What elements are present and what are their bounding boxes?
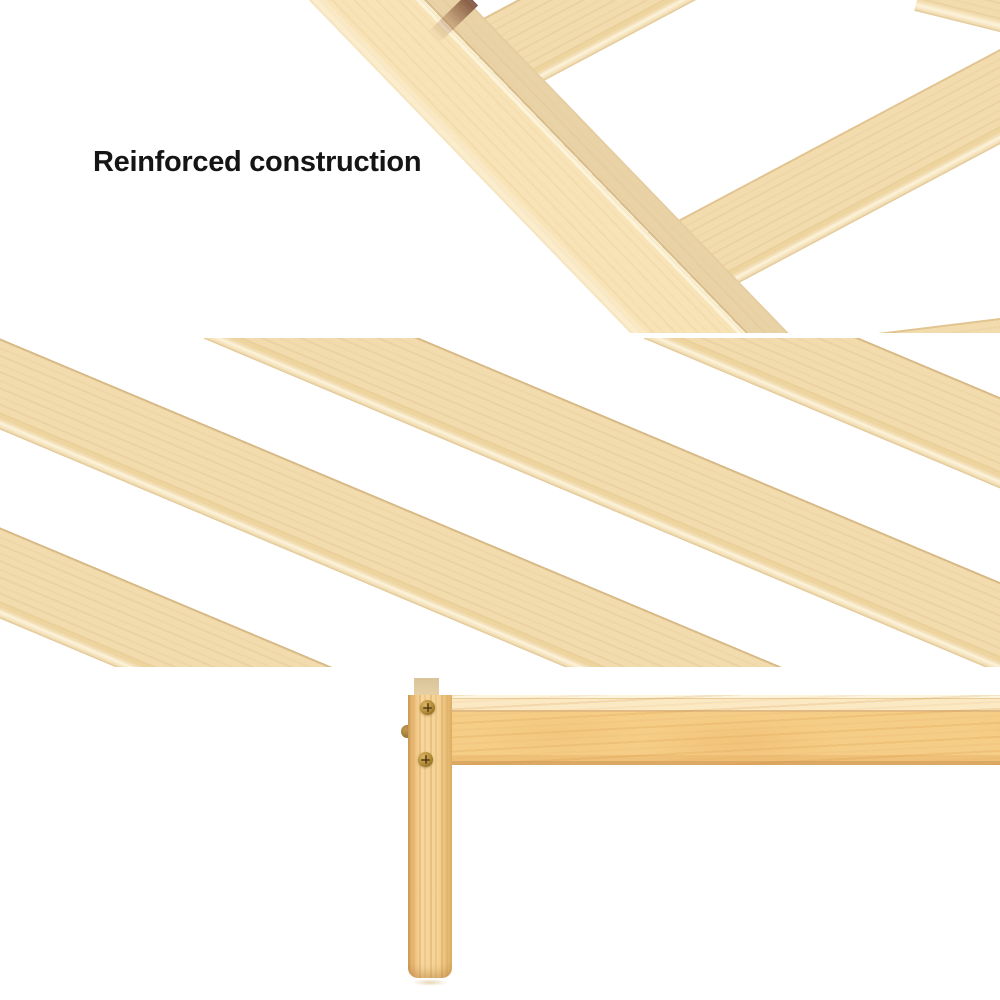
screw-icon [420, 700, 435, 715]
screw-icon [418, 752, 433, 767]
panel-pinewood-legs: Pinewood legs [0, 668, 1000, 1000]
bed-side-beam [440, 695, 1000, 765]
bed-slat [780, 293, 1000, 333]
pinewood-leg [408, 695, 452, 978]
side-rail-end [414, 678, 439, 696]
panel-reinforced-construction: Reinforced construction [0, 0, 1000, 333]
leg-shadow [412, 979, 448, 986]
caption-reinforced-construction: Reinforced construction [93, 146, 422, 178]
bed-slat [470, 0, 1000, 100]
panel-middle-support-beam: Middle support beam [0, 338, 1000, 667]
